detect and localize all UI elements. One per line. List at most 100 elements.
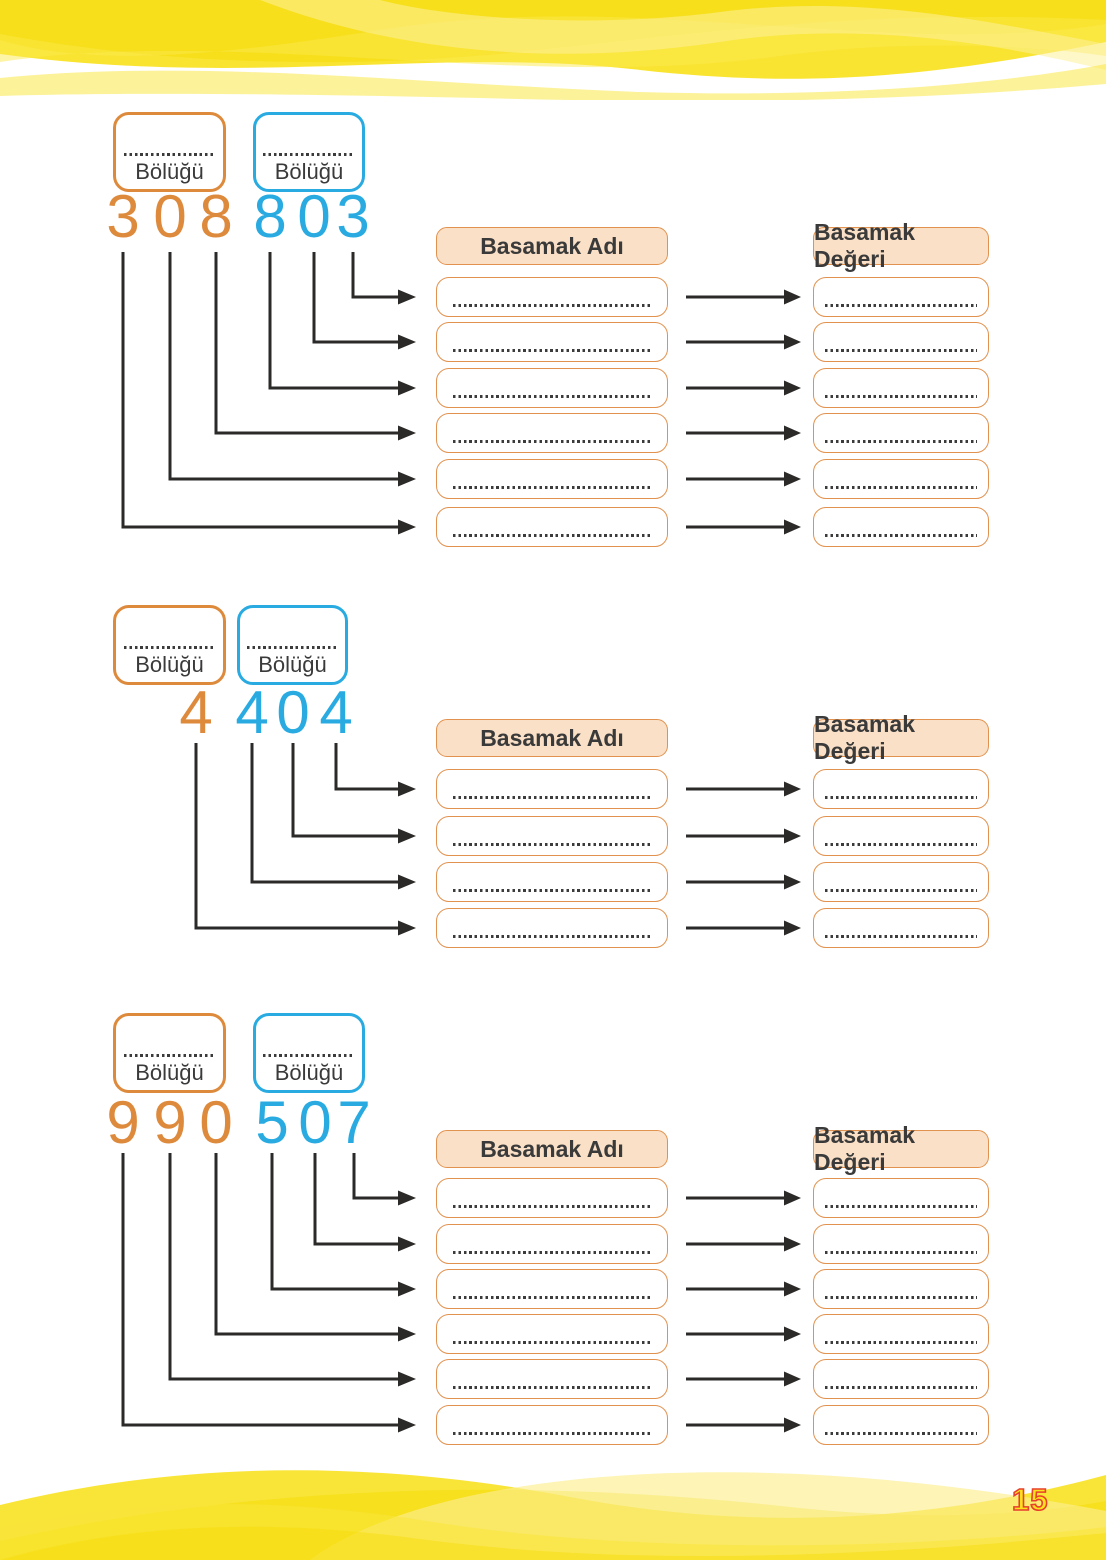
basamak-adi-box [436,1314,668,1354]
basamak-degeri-box [813,1224,989,1264]
boluk-label: Bölüğü [135,1060,204,1085]
basamak-adi-blank [453,304,651,307]
boluk-name-blank [123,153,216,156]
basamak-adi-box [436,1359,668,1399]
basamak-adi-box [436,816,668,856]
basamak-degeri-blank [825,1251,977,1254]
basamak-adi-box [436,322,668,362]
boluk-label: Bölüğü [274,1060,344,1085]
ones-period-box: Bölüğü [237,605,348,685]
digit: 9 [153,1089,187,1156]
digit: 9 [106,1089,140,1156]
basamak-degeri-blank [825,1205,977,1208]
digit: 3 [106,183,140,250]
digit: 8 [253,183,287,250]
basamak-adi-header: Basamak Adı [436,719,668,757]
digit: 8 [199,183,233,250]
basamak-degeri-box [813,459,989,499]
basamak-adi-header: Basamak Adı [436,1130,668,1168]
top-wave-decoration [0,0,1106,100]
basamak-adi-blank [453,843,651,846]
basamak-degeri-box [813,277,989,317]
basamak-degeri-blank [825,349,977,352]
basamak-adi-blank [453,1341,651,1344]
basamak-degeri-box [813,908,989,948]
basamak-degeri-blank [825,1432,977,1435]
basamak-degeri-box [813,1178,989,1218]
basamak-degeri-box [813,862,989,902]
basamak-adi-box [436,908,668,948]
basamak-adi-blank [453,349,651,352]
basamak-degeri-box [813,322,989,362]
basamak-degeri-blank [825,1386,977,1389]
basamak-adi-box [436,413,668,453]
basamak-adi-box [436,1224,668,1264]
digit: 0 [297,183,331,250]
basamak-adi-blank [453,935,651,938]
digit: 7 [337,1089,371,1156]
boluk-name-blank [123,646,216,649]
basamak-degeri-blank [825,1296,977,1299]
basamak-adi-blank [453,1432,651,1435]
bottom-wave-decoration [0,1470,1106,1560]
digit: 5 [255,1089,289,1156]
basamak-adi-blank [453,796,651,799]
basamak-adi-box [436,1178,668,1218]
basamak-adi-blank [453,534,651,537]
thousands-period-box: Bölüğü [113,605,226,685]
basamak-degeri-box [813,1269,989,1309]
basamak-degeri-blank [825,1341,977,1344]
digit: 0 [199,1089,233,1156]
thousands-period-box: Bölüğü [113,1013,226,1093]
page-number: 15 [1011,1481,1049,1518]
basamak-adi-blank [453,486,651,489]
digit: 3 [336,183,370,250]
basamak-adi-blank [453,440,651,443]
boluk-label: Bölüğü [135,159,204,184]
basamak-degeri-header: Basamak Değeri [813,1122,989,1175]
basamak-degeri-box [813,507,989,547]
digit: 0 [298,1089,332,1156]
basamak-adi-blank [453,1386,651,1389]
basamak-degeri-box [813,1314,989,1354]
basamak-adi-blank [453,1251,651,1254]
basamak-adi-box [436,368,668,408]
digit: 0 [276,679,310,746]
basamak-degeri-box [813,413,989,453]
basamak-adi-box [436,862,668,902]
ones-period-box: Bölüğü [253,112,365,192]
basamak-adi-box [436,769,668,809]
basamak-adi-blank [453,1205,651,1208]
basamak-adi-box [436,277,668,317]
basamak-degeri-box [813,1405,989,1445]
basamak-adi-box [436,1269,668,1309]
basamak-adi-blank [453,1296,651,1299]
boluk-name-blank [263,153,355,156]
basamak-degeri-blank [825,304,977,307]
basamak-degeri-blank [825,889,977,892]
basamak-degeri-box [813,1359,989,1399]
digit: 4 [319,679,353,746]
boluk-name-blank [263,1054,355,1057]
basamak-degeri-blank [825,395,977,398]
boluk-label: Bölüğü [258,652,327,677]
digit: 4 [179,679,213,746]
boluk-label: Bölüğü [274,159,344,184]
basamak-degeri-box [813,368,989,408]
basamak-degeri-blank [825,534,977,537]
basamak-degeri-blank [825,796,977,799]
basamak-adi-box [436,459,668,499]
basamak-degeri-blank [825,935,977,938]
boluk-name-blank [123,1054,216,1057]
basamak-degeri-header: Basamak Değeri [813,711,989,764]
basamak-degeri-box [813,816,989,856]
basamak-degeri-blank [825,440,977,443]
basamak-degeri-box [813,769,989,809]
basamak-degeri-blank [825,843,977,846]
basamak-adi-box [436,1405,668,1445]
